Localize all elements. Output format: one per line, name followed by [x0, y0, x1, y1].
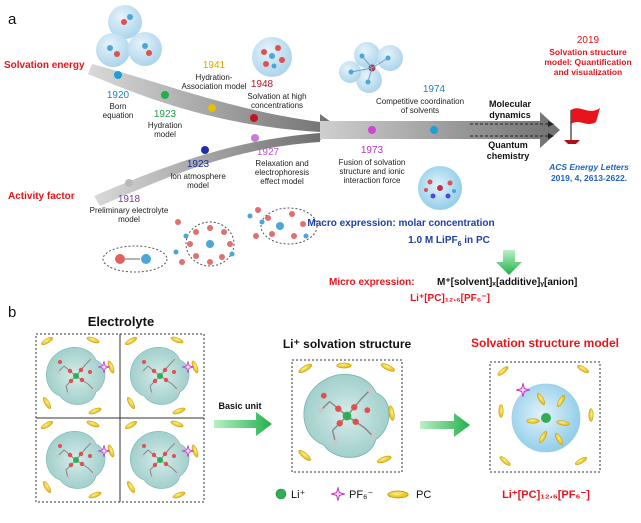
md-label-l1: Molecular	[489, 99, 532, 109]
dot-1923-ion	[201, 146, 209, 154]
label-1918-l1: Preliminary electrolyte	[90, 206, 169, 215]
relaxation-illustration	[247, 207, 318, 245]
label-2019-l2: model: Quantification	[544, 57, 631, 67]
year-1941: 1941	[203, 60, 226, 71]
li-structure-title: Li⁺ solvation structure	[283, 337, 412, 351]
dot-1973	[368, 126, 376, 134]
solvation-energy-label: Solvation energy	[4, 60, 85, 71]
year-2019: 2019	[577, 35, 600, 46]
dot-1923-hydration	[161, 91, 169, 99]
label-1920-l2: equation	[103, 111, 134, 120]
label-1920-l1: Born	[110, 102, 127, 111]
year-1974: 1974	[423, 84, 446, 95]
basic-unit-label: Basic unit	[218, 401, 261, 411]
label-1974-l1: Competitive coordination	[376, 97, 464, 106]
label-1923h-l2: model	[154, 130, 176, 139]
panel-b-label: b	[8, 304, 16, 321]
electrolyte-grid	[35, 333, 205, 503]
year-1948: 1948	[251, 79, 274, 90]
legend-pc: PC	[416, 489, 431, 501]
reference-journal: ACS Energy Letters	[548, 162, 629, 172]
label-1948-l2: concentrations	[251, 101, 303, 110]
year-1920: 1920	[107, 90, 130, 101]
macro-expression-title: Macro expression: molar concentration	[307, 218, 494, 229]
micro-expression-formula: M⁺[solvent]ₓ[additive]ᵧ[anion]	[437, 277, 577, 288]
solvation-structure-model	[489, 361, 601, 473]
ion-atmosphere-illustration	[173, 219, 235, 267]
md-arrow-head	[548, 121, 554, 127]
reference-citation: 2019, 4, 2613-2622.	[551, 173, 627, 183]
panel-a-label: a	[8, 11, 17, 28]
pf6-legend-icon	[331, 487, 345, 501]
label-1923i-l2: model	[187, 181, 209, 190]
label-2019-l1: Solvation structure	[549, 47, 627, 57]
dot-1948	[250, 114, 258, 122]
flag-icon	[564, 108, 600, 144]
label-1923i-l1: Ion atmosphere	[170, 172, 226, 181]
label-1927-l3: effect model	[260, 177, 304, 186]
legend-li: Li⁺	[291, 489, 306, 501]
qc-label-l1: Quantum	[488, 140, 528, 150]
legend: Li⁺ PF₆⁻ PC	[275, 487, 431, 501]
year-1923-hydration: 1923	[154, 109, 177, 120]
dot-1927	[251, 134, 259, 142]
label-1927-l2: electrophoresis	[255, 168, 309, 177]
electrolyte-title: Electrolyte	[88, 314, 154, 329]
dot-1974	[430, 126, 438, 134]
label-1927-l1: Relaxation and	[255, 159, 308, 168]
year-1923-ion: 1923	[187, 159, 210, 170]
dot-1941	[208, 104, 216, 112]
preliminary-model-illustration	[102, 245, 168, 273]
li-legend-icon	[275, 488, 287, 500]
pc-legend-icon	[387, 490, 409, 499]
dot-1918	[125, 179, 133, 187]
label-1973-l3: interaction force	[344, 176, 401, 185]
qc-arrow-head	[548, 133, 554, 139]
micro-expression-label: Micro expression:	[329, 277, 415, 288]
activity-factor-label: Activity factor	[8, 191, 75, 202]
label-1948-l1: Solvation at high	[247, 92, 306, 101]
legend-pf6: PF₆⁻	[349, 489, 373, 501]
activity-factor-arrow	[94, 133, 320, 206]
label-1923h-l1: Hydration	[148, 121, 182, 130]
competitive-coordination-illustration	[339, 42, 403, 93]
dot-1920	[114, 71, 122, 79]
green-down-arrow	[496, 250, 522, 275]
fusion-sphere-illustration	[418, 166, 462, 210]
micro-expression-specific: Li⁺[PC]₁₂.₆[PF₆⁻]	[410, 293, 490, 304]
model-formula: Li⁺[PC]₁₂.₆[PF₆⁻]	[502, 489, 590, 501]
macro-expression-value: 1.0 M LiPF6 in PC	[408, 235, 490, 248]
year-1918: 1918	[118, 194, 141, 205]
model-title: Solvation structure model	[471, 336, 619, 350]
year-1927: 1927	[257, 147, 280, 158]
main-timeline-arrow	[320, 112, 560, 148]
model-arrow	[420, 413, 470, 437]
label-1973-l2: structure and ionic	[339, 167, 404, 176]
basic-unit-arrow	[214, 412, 272, 436]
solvation-energy-arrow	[88, 64, 338, 140]
born-bubbles-illustration	[96, 5, 162, 67]
label-1918-l2: model	[118, 215, 140, 224]
qc-label-l2: chemistry	[487, 151, 530, 161]
md-label-l2: dynamics	[489, 110, 531, 120]
li-solvation-structure	[291, 359, 403, 473]
label-1974-l2: of solvents	[401, 106, 439, 115]
label-1941-l1: Hydration-	[196, 73, 233, 82]
label-1973-l1: Fusion of solvation	[339, 158, 406, 167]
label-1941-l2: Association model	[182, 82, 247, 91]
year-1973: 1973	[361, 145, 384, 156]
concentration-cluster-illustration	[252, 37, 292, 77]
label-2019-l3: and visualization	[554, 67, 623, 77]
